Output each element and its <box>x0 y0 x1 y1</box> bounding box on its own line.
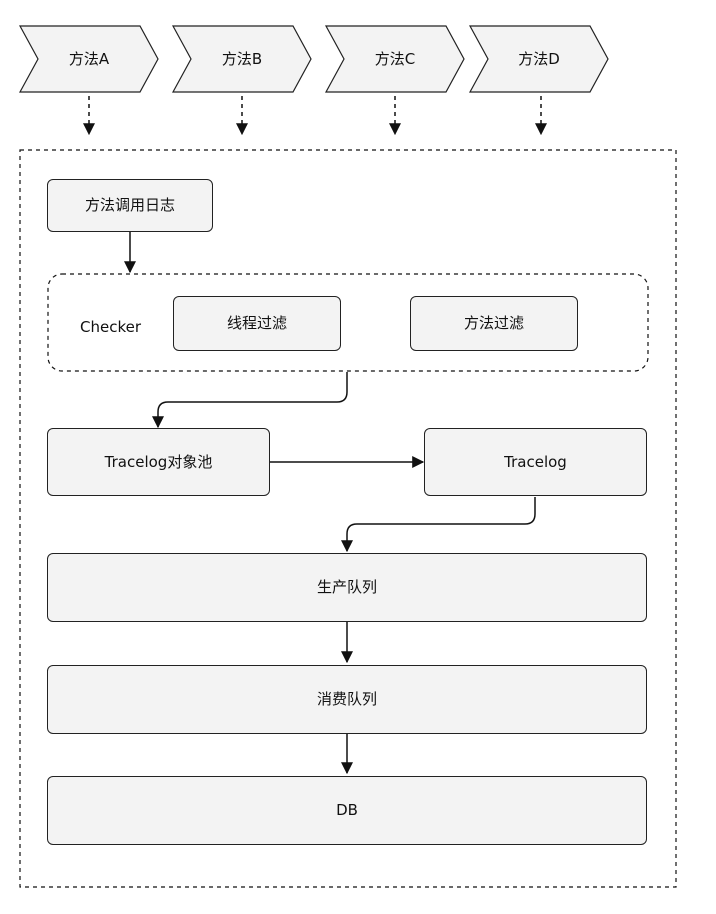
db-node: DB <box>47 776 647 845</box>
tracelog-pool-node: Tracelog对象池 <box>47 428 270 496</box>
consume-queue-node: 消费队列 <box>47 665 647 734</box>
outer-dashed-container <box>19 149 677 888</box>
checker-to-pool-arrow <box>152 372 348 429</box>
tracelog-to-produce-arrow <box>341 497 536 553</box>
method-b-chevron <box>171 25 312 93</box>
method-d-chevron <box>468 25 609 93</box>
produce-queue-node: 生产队列 <box>47 553 647 622</box>
method-a-chevron <box>18 25 159 93</box>
checker-group <box>47 273 649 372</box>
method-filter-node: 方法过滤 <box>410 296 578 351</box>
method-call-log-node: 方法调用日志 <box>47 179 213 232</box>
tracelog-node: Tracelog <box>424 428 647 496</box>
method-c-chevron <box>324 25 465 93</box>
thread-filter-node: 线程过滤 <box>173 296 341 351</box>
